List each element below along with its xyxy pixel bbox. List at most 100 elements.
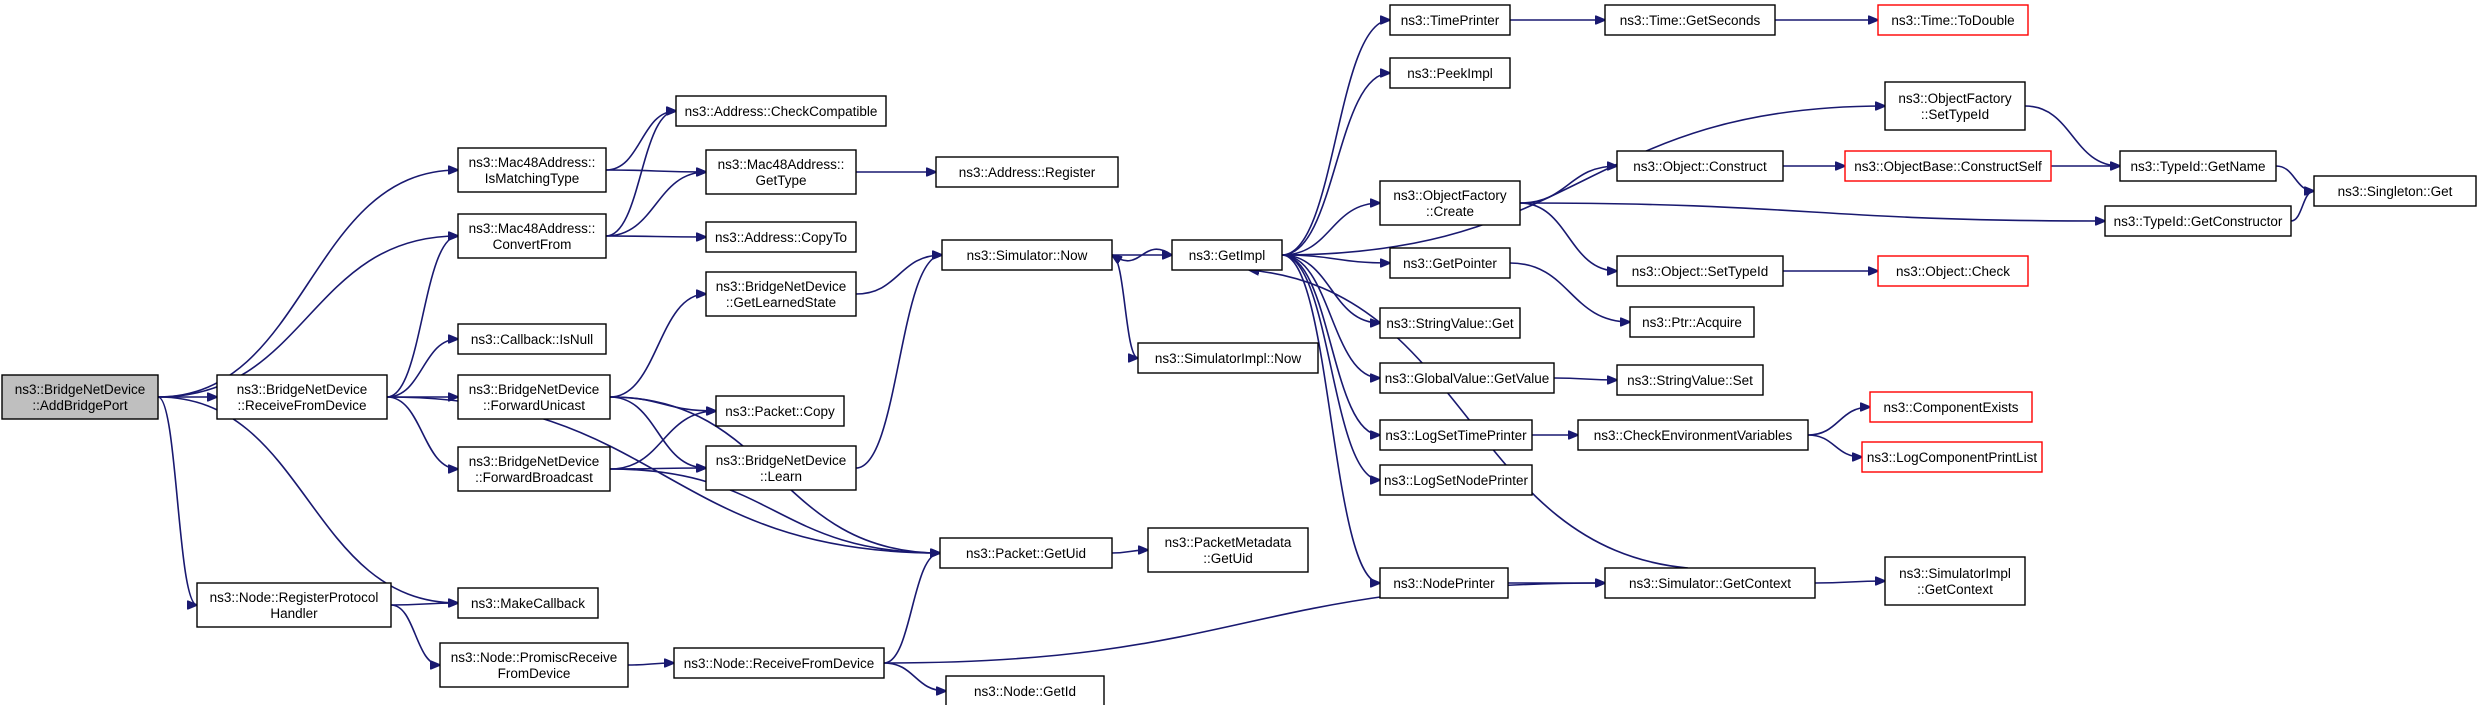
function-node[interactable]: ns3::LogComponentPrintList: [1861, 441, 2043, 473]
function-node[interactable]: ns3::Mac48Address::ConvertFrom: [457, 213, 607, 259]
function-node[interactable]: ns3::LogSetNodePrinter: [1379, 464, 1533, 496]
node-box: [457, 323, 607, 355]
node-label: ns3::ComponentExists: [1883, 400, 2018, 415]
function-node[interactable]: ns3::Object::Construct: [1616, 150, 1784, 182]
node-box: [1389, 57, 1511, 89]
node-label: ::Create: [1426, 204, 1474, 219]
function-node[interactable]: ns3::StringValue::Set: [1616, 364, 1764, 396]
function-node[interactable]: ns3::Node::ReceiveFromDevice: [673, 647, 885, 679]
function-node[interactable]: ns3::MakeCallback: [457, 587, 599, 619]
function-node[interactable]: ns3::ObjectBase::ConstructSelf: [1844, 150, 2052, 182]
call-edge-n4-n8: [390, 603, 458, 605]
call-edge-n21-n41: [1281, 106, 1885, 256]
node-box: [1844, 150, 2052, 182]
function-node[interactable]: ns3::BridgeNetDevice::ForwardUnicast: [457, 374, 611, 420]
call-edge-n2-n10: [605, 111, 676, 171]
call-edge-n4-n9: [390, 604, 440, 665]
function-node[interactable]: ns3::Object::SetTypeId: [1616, 255, 1784, 287]
function-node[interactable]: ns3::LogSetTimePrinter: [1379, 419, 1533, 451]
function-node[interactable]: ns3::BridgeNetDevice::Learn: [705, 445, 857, 491]
function-node[interactable]: ns3::BridgeNetDevice::AddBridgePort: [1, 374, 159, 420]
function-node[interactable]: ns3::TypeId::GetConstructor: [2104, 205, 2292, 237]
function-node[interactable]: ns3::PacketMetadata::GetUid: [1147, 527, 1309, 573]
function-node[interactable]: ns3::Singleton::Get: [2313, 175, 2477, 207]
node-label: ::ReceiveFromDevice: [237, 398, 366, 413]
node-box: [1379, 419, 1533, 451]
call-edge-n9-n16: [627, 663, 674, 665]
function-node[interactable]: ns3::BridgeNetDevice::ReceiveFromDevice: [216, 374, 388, 420]
function-node[interactable]: ns3::Time::GetSeconds: [1604, 4, 1776, 36]
node-box: [216, 374, 388, 420]
function-node[interactable]: ns3::NodePrinter: [1379, 567, 1509, 599]
node-label: ConvertFrom: [493, 237, 572, 252]
call-edge-n1-n5: [386, 339, 458, 398]
node-box: [1616, 255, 1784, 287]
node-label: ns3::TypeId::GetName: [2130, 159, 2265, 174]
node-box: [715, 395, 845, 427]
call-edge-n33-n47: [1814, 581, 1885, 583]
function-node[interactable]: ns3::Simulator::Now: [941, 239, 1113, 271]
node-box: [2119, 150, 2277, 182]
function-node[interactable]: ns3::StringValue::Get: [1379, 307, 1521, 339]
function-node[interactable]: ns3::Mac48Address::GetType: [705, 149, 857, 195]
node-label: Handler: [270, 606, 318, 621]
call-edge-n39-n45: [1807, 407, 1870, 436]
function-node[interactable]: ns3::Mac48Address::IsMatchingType: [457, 147, 607, 193]
function-node[interactable]: ns3::GetImpl: [1171, 239, 1283, 271]
call-edge-n43-n49: [2290, 191, 2314, 222]
call-edge-n19-n23: [1111, 550, 1148, 553]
function-node[interactable]: ns3::Simulator::GetContext: [1604, 567, 1816, 599]
node-label: ns3::Address::CheckCompatible: [685, 104, 878, 119]
function-node[interactable]: ns3::TimePrinter: [1389, 4, 1511, 36]
function-node[interactable]: ns3::Node::GetId: [945, 675, 1105, 705]
node-box: [1379, 362, 1555, 394]
function-node[interactable]: ns3::BridgeNetDevice::GetLearnedState: [705, 271, 857, 317]
function-node[interactable]: ns3::Address::Register: [935, 156, 1119, 188]
node-label: GetType: [755, 173, 806, 188]
function-node[interactable]: ns3::Packet::GetUid: [939, 537, 1113, 569]
function-node[interactable]: ns3::SimulatorImpl::Now: [1137, 342, 1319, 374]
call-edge-n21-n32: [1281, 254, 1380, 583]
function-node[interactable]: ns3::SimulatorImpl::GetContext: [1884, 556, 2026, 606]
node-label: ns3::NodePrinter: [1393, 576, 1495, 591]
function-node[interactable]: ns3::GlobalValue::GetValue: [1379, 362, 1555, 394]
call-edge-n48-n49: [2275, 165, 2314, 191]
function-node[interactable]: ns3::Callback::IsNull: [457, 323, 607, 355]
call-edge-n27-n37: [1509, 262, 1630, 322]
call-edge-n7-n19: [609, 468, 940, 553]
function-node[interactable]: ns3::PeekImpl: [1389, 57, 1511, 89]
node-box: [1379, 464, 1533, 496]
node-label: ::SetTypeId: [1921, 107, 1989, 122]
node-box: [457, 213, 607, 259]
node-label: ns3::Packet::Copy: [725, 404, 835, 419]
call-edge-n1-n7: [386, 396, 458, 469]
node-box: [1616, 364, 1764, 396]
node-label: ns3::Mac48Address::: [718, 157, 845, 172]
node-label: ns3::LogSetTimePrinter: [1385, 428, 1527, 443]
function-node[interactable]: ns3::ObjectFactory::SetTypeId: [1884, 81, 2026, 131]
function-node[interactable]: ns3::GetPointer: [1389, 247, 1511, 279]
node-box: [945, 675, 1105, 705]
node-label: ns3::Node::GetId: [974, 684, 1076, 699]
node-label: ns3::Mac48Address::: [469, 155, 596, 170]
function-node[interactable]: ns3::Time::ToDouble: [1877, 4, 2029, 36]
node-label: ns3::LogComponentPrintList: [1867, 450, 2038, 465]
function-node[interactable]: ns3::Address::CopyTo: [705, 221, 857, 253]
node-box: [1137, 342, 1319, 374]
function-node[interactable]: ns3::Ptr::Acquire: [1629, 306, 1755, 338]
function-node[interactable]: ns3::TypeId::GetName: [2119, 150, 2277, 182]
node-label: ns3::BridgeNetDevice: [716, 453, 847, 468]
function-node[interactable]: ns3::CheckEnvironmentVariables: [1577, 419, 1809, 451]
function-node[interactable]: ns3::BridgeNetDevice::ForwardBroadcast: [457, 446, 611, 492]
function-node[interactable]: ns3::Address::CheckCompatible: [675, 95, 887, 127]
node-box: [939, 537, 1113, 569]
function-node[interactable]: ns3::Object::Check: [1877, 255, 2029, 287]
function-node[interactable]: ns3::Packet::Copy: [715, 395, 845, 427]
node-box: [1877, 255, 2029, 287]
function-node[interactable]: ns3::ObjectFactory::Create: [1379, 180, 1521, 226]
node-box: [705, 271, 857, 317]
function-node[interactable]: ns3::ComponentExists: [1869, 391, 2033, 423]
